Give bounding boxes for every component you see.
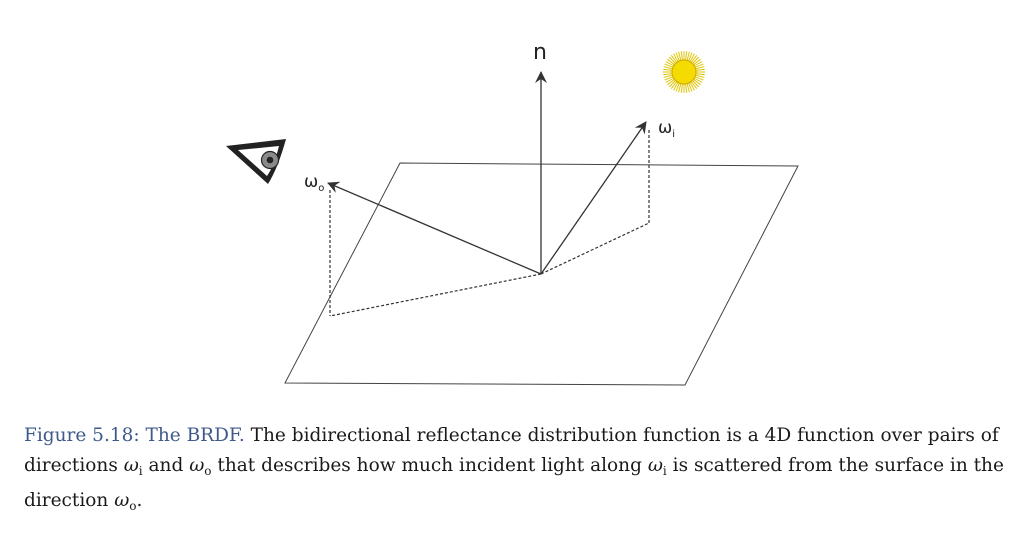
brdf-diagram: n ωi ωo [226, 40, 799, 386]
sun-ray [694, 63, 704, 68]
sun-ray [686, 51, 690, 61]
sun-ray [685, 83, 688, 93]
caption-math-omega-i-2: ωi [647, 455, 667, 478]
omega-o-vector [327, 181, 542, 275]
sun-ray [694, 77, 703, 83]
caption-text-4: is scattered from the surface in the dir… [24, 455, 1004, 511]
sun-ray [668, 80, 676, 88]
normal-label: n [533, 40, 547, 65]
sun-ray [667, 78, 675, 86]
sun-ray [675, 82, 680, 92]
sun-ray [690, 55, 698, 63]
eye-icon [226, 139, 286, 184]
sun-ray [665, 77, 674, 83]
sun-ray [670, 55, 678, 63]
caption-text-5: . [136, 490, 143, 511]
sun-ray [673, 82, 679, 91]
omega-i-vector [540, 121, 647, 275]
caption-math-omega-o-2: ωo [114, 490, 137, 513]
caption-math-omega-i: ωi [123, 455, 143, 478]
sun-ray [663, 68, 673, 71]
sun-ray [693, 78, 701, 86]
sun-ray [663, 73, 673, 76]
sun-ray [694, 76, 704, 81]
sun-ray [692, 80, 700, 88]
sun-ray [695, 68, 705, 71]
sun-ray [689, 53, 695, 62]
sun-ray [665, 61, 674, 67]
sun-ray [692, 56, 700, 64]
sun-ray [680, 51, 683, 61]
sun-ray [680, 83, 683, 93]
sun-ray [695, 66, 705, 70]
sun-ray [686, 83, 690, 93]
sun-ray [673, 53, 679, 62]
omega-o-projection [329, 273, 542, 317]
sun-ray [663, 66, 673, 70]
sun-ray [695, 73, 705, 76]
caption-figure-label: Figure 5.18: The BRDF. [24, 425, 245, 446]
caption-text-3: that describes how much incident light a… [211, 455, 648, 476]
omega-o-label: ωo [304, 172, 324, 194]
sun-ray [663, 74, 673, 78]
sun-icon [663, 51, 705, 93]
sun-ray [664, 63, 674, 68]
sun-ray [688, 82, 693, 92]
sun-ray [688, 52, 693, 62]
sun-ray [667, 58, 675, 66]
caption-text-1: The bidirectional reflectance distributi… [24, 425, 999, 476]
sun-ray [695, 74, 705, 78]
surface-plane [284, 162, 799, 386]
omega-i-projection [540, 222, 650, 275]
sun-ray [689, 82, 695, 91]
sun-ray [694, 61, 703, 67]
omega-i-label: ωi [658, 118, 675, 140]
sun-ray [678, 51, 682, 61]
sun-ray [675, 52, 680, 62]
sun-ray [668, 56, 676, 64]
sun-ray [685, 51, 688, 61]
sun-ray [693, 58, 701, 66]
caption-math-omega-o: ωo [189, 455, 212, 478]
sun-ray [678, 83, 682, 93]
caption-text-2: and [142, 455, 190, 476]
sun-ray [664, 76, 674, 81]
sun-ray [690, 81, 698, 89]
sun-ray [670, 81, 678, 89]
figure-caption: Figure 5.18: The BRDF. The bidirectional… [24, 421, 1009, 521]
